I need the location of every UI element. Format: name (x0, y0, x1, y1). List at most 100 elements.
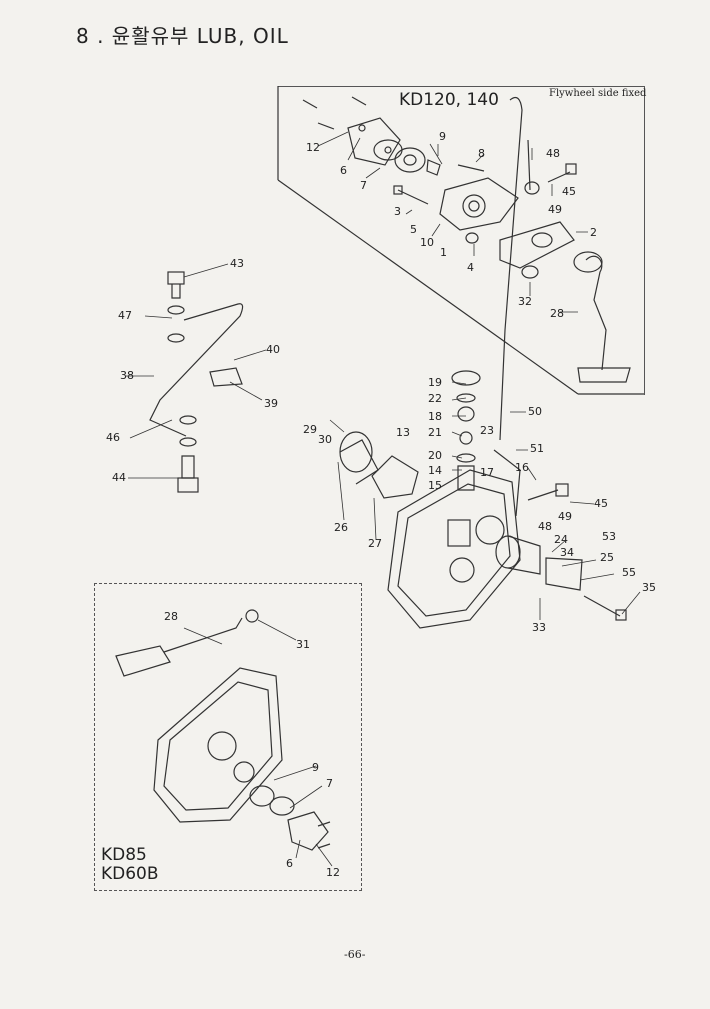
oil-pipe-38 (149, 303, 244, 437)
part-label-6-lower: 6 (286, 857, 293, 870)
part-label-33: 33 (532, 621, 546, 634)
oil-pipe-long (499, 97, 523, 441)
part-label-19: 19 (428, 376, 442, 389)
bolt-35 (583, 595, 627, 621)
page-number: -66- (344, 948, 366, 961)
bolt-45 (547, 163, 577, 183)
washer-32 (521, 265, 539, 279)
part-label-28-top: 28 (550, 307, 564, 320)
part-label-18: 18 (428, 410, 442, 423)
washers-46 (179, 415, 197, 447)
part-label-4: 4 (467, 261, 474, 274)
part-label-7: 7 (360, 179, 367, 192)
part-label-49: 49 (558, 510, 572, 523)
lever-28-top (573, 251, 631, 383)
part-label-17: 17 (480, 466, 494, 479)
part-label-40: 40 (266, 343, 280, 356)
part-label-51: 51 (530, 442, 544, 455)
part-label-3: 3 (394, 205, 401, 218)
part-label-38: 38 (120, 369, 134, 382)
part-label-5: 5 (410, 223, 417, 236)
part-label-47: 47 (118, 309, 132, 322)
kd85-panel-frame (94, 583, 362, 891)
kd85-bolts-12 (317, 821, 331, 849)
part-label-43: 43 (230, 257, 244, 270)
bolts-12 (302, 96, 367, 130)
part-label-24: 24 (554, 533, 568, 546)
clamp-40-39 (209, 367, 243, 387)
kd85-housing (153, 667, 283, 823)
part-label-55: 55 (622, 566, 636, 579)
part-label-22: 22 (428, 392, 442, 405)
part-label-6: 6 (340, 164, 347, 177)
flywheel-note: Flywheel side fixed (549, 88, 647, 99)
kd85-pump-9 (249, 785, 275, 807)
kd85-oring-7 (269, 796, 295, 816)
part-label-13: 13 (396, 426, 410, 439)
cap-31 (245, 609, 259, 623)
part-label-14: 14 (428, 464, 442, 477)
part-label-32: 32 (518, 295, 532, 308)
part-label-35: 35 (642, 581, 656, 594)
part-label-29: 29 (303, 423, 317, 436)
part-label-48-top: 48 (546, 147, 560, 160)
filter-gasket-27 (371, 455, 419, 499)
part-label-12: 12 (306, 141, 320, 154)
bolt-3 (393, 185, 429, 205)
pump-housing-1 (439, 177, 519, 231)
bolt-45-lower (527, 483, 569, 501)
kd85-plate-6 (287, 811, 329, 851)
part-label-34: 34 (560, 546, 574, 559)
lever-28-lower (115, 617, 243, 677)
part-label-8: 8 (478, 147, 485, 160)
bolt-8 (457, 164, 485, 172)
part-label-46: 46 (106, 431, 120, 444)
cover-plate-6 (347, 117, 401, 166)
banjo-bolt-44 (177, 455, 199, 493)
strainer-24 (495, 535, 541, 575)
o-ring-7 (373, 139, 403, 161)
part-label-30: 30 (318, 433, 332, 446)
part-label-1: 1 (440, 246, 447, 259)
filter-cap-26 (339, 431, 379, 485)
part-label-50: 50 (528, 405, 542, 418)
part-label-9: 9 (439, 130, 446, 143)
part-label-44: 44 (112, 471, 126, 484)
pipe-51-16 (493, 449, 521, 517)
filter-cover-25 (545, 557, 583, 591)
page-title: 8 . 윤활유부 LUB, OIL (76, 24, 289, 48)
part-label-15: 15 (428, 479, 442, 492)
kd85-model-label: KD85 KD60B (101, 846, 159, 884)
kd120-panel-frame (278, 86, 645, 395)
leader-lines (126, 131, 641, 867)
part-label-28: 28 (164, 610, 178, 623)
part-label-45: 45 (594, 497, 608, 510)
pipe-48 (524, 139, 540, 195)
frame-diagonal (277, 179, 579, 395)
part-label-23: 23 (480, 424, 494, 437)
kd120-model-label: KD120, 140 (399, 90, 499, 110)
part-label-9-lower: 9 (312, 761, 319, 774)
washers-47 (167, 305, 185, 343)
part-label-2: 2 (590, 226, 597, 239)
kd60b-model-line: KD60B (101, 864, 159, 884)
part-label-27: 27 (368, 537, 382, 550)
part-label-10: 10 (420, 236, 434, 249)
part-label-48: 48 (538, 520, 552, 533)
washer-4 (465, 232, 479, 244)
part-label-49-top: 49 (548, 203, 562, 216)
part-label-7-lower: 7 (326, 777, 333, 790)
oil-filler-stack (451, 370, 481, 491)
part-label-45-top: 45 (562, 185, 576, 198)
banjo-bolt-43 (167, 271, 185, 299)
part-label-39: 39 (264, 397, 278, 410)
part-label-53: 53 (602, 530, 616, 543)
part-label-16: 16 (515, 461, 529, 474)
part-label-12-lower: 12 (326, 866, 340, 879)
kd85-model-line: KD85 (101, 845, 147, 865)
part-label-25: 25 (600, 551, 614, 564)
crankcase-cover (387, 469, 521, 629)
part-label-26: 26 (334, 521, 348, 534)
part-label-20: 20 (428, 449, 442, 462)
